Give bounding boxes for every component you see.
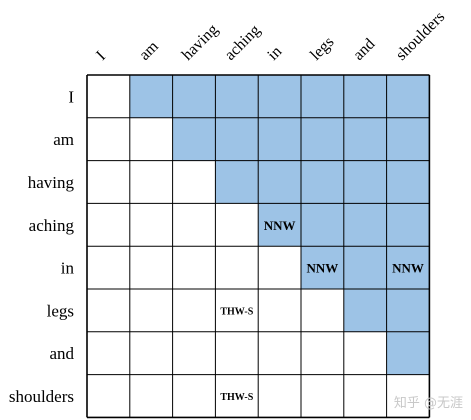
shaded-cell — [258, 203, 301, 247]
row-label: and — [49, 344, 74, 363]
shaded-cell — [386, 75, 430, 118]
shaded-cell — [258, 117, 301, 161]
shaded-cell — [258, 160, 301, 204]
cell-annotation: NNW — [307, 261, 339, 276]
shaded-cell — [215, 117, 259, 161]
row-label: having — [28, 173, 75, 192]
row-label: legs — [47, 301, 74, 320]
column-label: am — [136, 38, 162, 64]
row-label: in — [61, 259, 75, 278]
shaded-cell — [301, 160, 344, 204]
cell-annotations: NNW NNW NNW THW-S THW-S — [220, 218, 424, 403]
shaded-cell — [343, 75, 387, 118]
row-labels: Iam having aching in legs and shoulders — [9, 87, 75, 406]
cell-annotation: THW-S — [220, 392, 253, 403]
watermark: 知乎 @无涯 — [394, 395, 463, 411]
shaded-cell — [258, 75, 301, 118]
shaded-cell — [301, 117, 344, 161]
column-label: legs — [307, 34, 337, 64]
shaded-cell — [386, 160, 430, 204]
column-label: shoulders — [393, 8, 448, 63]
column-label: and — [350, 35, 378, 63]
cell-annotation: NNW — [392, 261, 424, 276]
shaded-cell — [172, 75, 216, 118]
shaded-cell — [343, 160, 387, 204]
shaded-cell — [343, 117, 387, 161]
shaded-cell — [386, 117, 430, 161]
row-label: I — [68, 87, 74, 106]
shaded-cell — [386, 246, 430, 289]
shaded-cell — [386, 289, 430, 332]
shaded-cell — [343, 289, 387, 332]
row-label: shoulders — [9, 387, 74, 406]
row-label: aching — [29, 216, 75, 235]
shaded-cell — [343, 203, 387, 247]
shaded-cell — [343, 246, 387, 289]
shaded-cell — [386, 331, 430, 375]
column-label: I — [93, 48, 109, 64]
shaded-cell — [301, 246, 344, 289]
grid-lines — [86, 74, 431, 419]
shaded-cell — [215, 160, 259, 204]
shaded-cell — [215, 75, 259, 118]
row-label: am — [53, 130, 74, 149]
shaded-cell — [129, 75, 173, 118]
column-label: having — [179, 21, 222, 64]
cell-annotation: THW-S — [220, 306, 253, 317]
shaded-cells — [129, 75, 430, 375]
cell-annotation: NNW — [264, 218, 296, 233]
shaded-cell — [301, 75, 344, 118]
shaded-cell — [386, 203, 430, 247]
shaded-cell — [301, 203, 344, 247]
column-label: aching — [222, 22, 264, 64]
shaded-cell — [172, 117, 216, 161]
column-label: in — [264, 43, 285, 64]
